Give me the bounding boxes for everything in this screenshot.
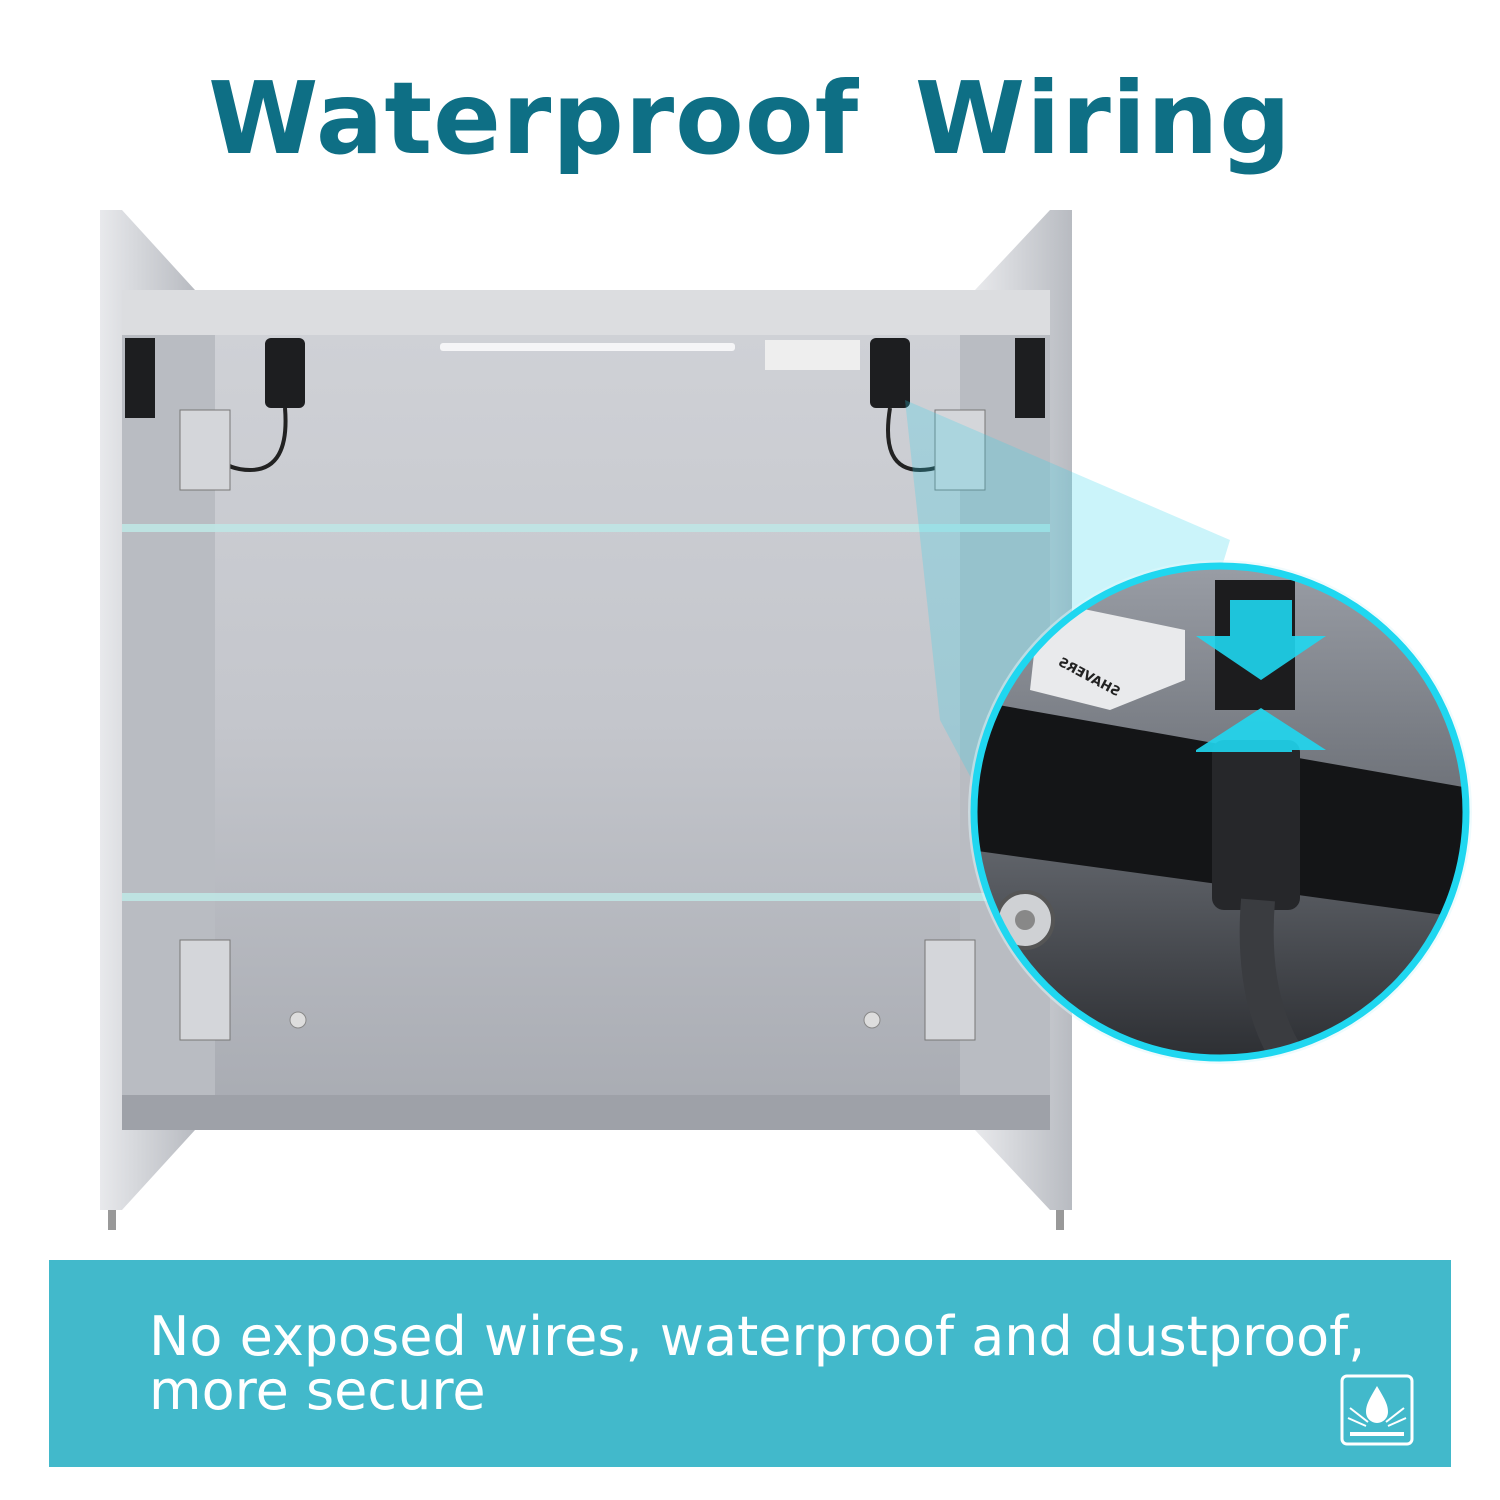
waterproof-drop-icon [1340,1374,1414,1446]
page-title: Waterproof Wiring [208,60,1292,177]
arrow-down-icon [1196,600,1326,680]
cabinet-illustration [100,210,1472,1230]
arrow-up-icon [1196,708,1326,752]
feature-banner: No exposed wires, waterproof and dustpro… [49,1260,1451,1467]
banner-text: No exposed wires, waterproof and dustpro… [149,1305,1366,1422]
